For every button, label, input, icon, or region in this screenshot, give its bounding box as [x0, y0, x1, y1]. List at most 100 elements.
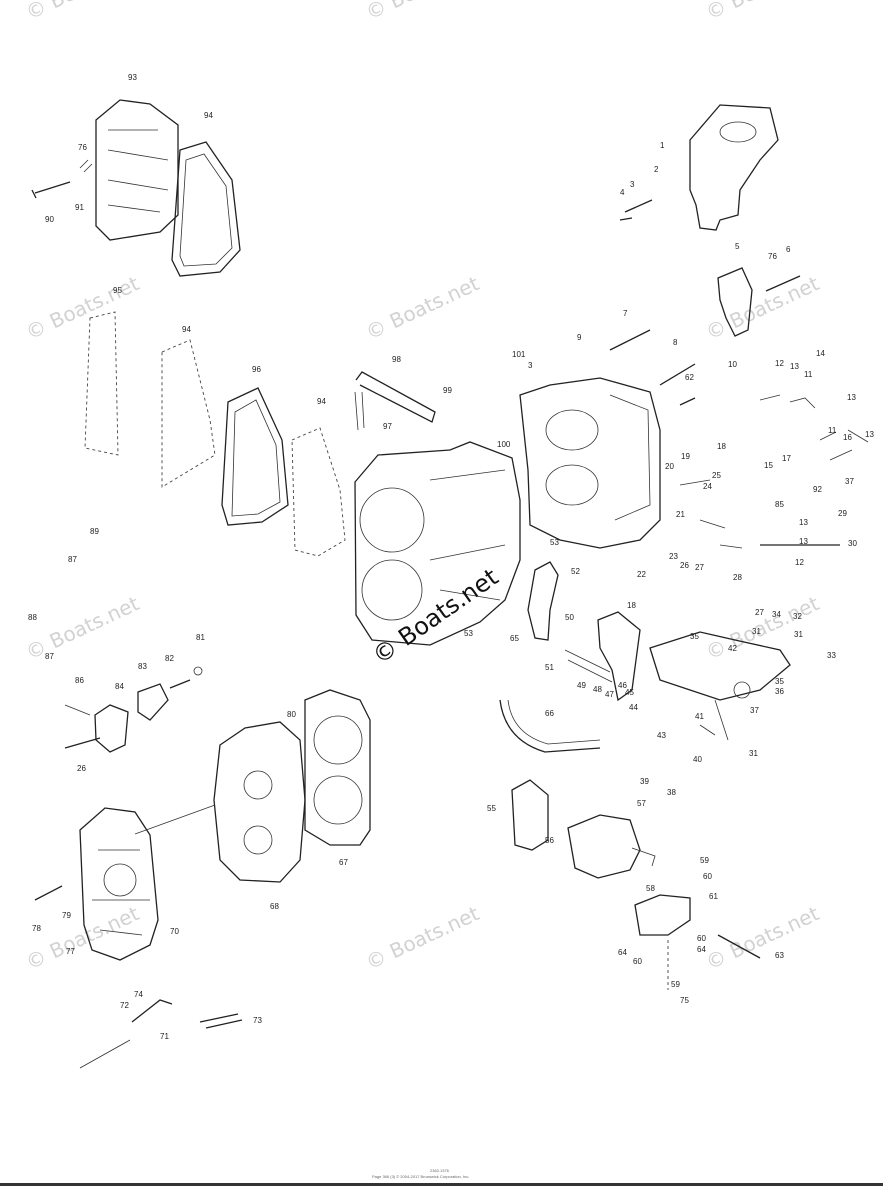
gasket-94-b	[161, 339, 216, 488]
callout-number: 44	[629, 703, 638, 712]
hose-66-inner	[507, 699, 601, 745]
callout-number: 63	[775, 951, 784, 960]
callout-number: 81	[196, 633, 205, 642]
block-port-lower	[545, 464, 599, 506]
callout-number: 78	[32, 924, 41, 933]
gasket-96-inner	[231, 399, 281, 517]
callout-number: 8	[673, 338, 678, 347]
watermark: © Boats.net	[702, 591, 823, 664]
callout-number: 91	[75, 203, 84, 212]
block-port-upper	[545, 409, 599, 451]
cover-55	[511, 779, 549, 851]
callout-number: 12	[795, 558, 804, 567]
callout-number: 14	[816, 349, 825, 358]
callout-number: 50	[565, 613, 574, 622]
bracket-61	[634, 894, 691, 936]
callout-number: 97	[383, 422, 392, 431]
callout-number: 34	[772, 610, 781, 619]
callout-number: 76	[78, 143, 87, 152]
gasket-96	[221, 387, 289, 526]
callout-number: 25	[712, 471, 721, 480]
carburetor-56	[567, 814, 641, 879]
center-watermark: © Boats.net	[367, 563, 503, 670]
callout-number: 4	[620, 188, 625, 197]
callout-number: 90	[45, 215, 54, 224]
watermark: © Boats.net	[362, 901, 483, 974]
bolt-7	[609, 329, 651, 351]
callout-number: 21	[676, 510, 685, 519]
hose-98	[355, 371, 436, 423]
callout-number: 31	[794, 630, 803, 639]
callout-number: 6	[786, 245, 791, 254]
callout-number: 53	[464, 629, 473, 638]
callout-number: 31	[749, 749, 758, 758]
spring-86	[64, 704, 91, 716]
plate-83	[137, 683, 169, 721]
bottom-border	[0, 1183, 883, 1186]
callout-number: 93	[128, 73, 137, 82]
linkage-35	[649, 631, 791, 701]
callout-number: 12	[775, 359, 784, 368]
callout-number: 86	[75, 676, 84, 685]
linkage-parts	[759, 394, 869, 461]
callout-number: 60	[633, 957, 642, 966]
callout-number: 39	[640, 777, 649, 786]
bracket-1	[689, 104, 779, 231]
callout-number: 60	[703, 872, 712, 881]
crankcase-53	[354, 441, 521, 646]
callout-number: 67	[339, 858, 348, 867]
callout-number: 13	[799, 518, 808, 527]
lever-44	[597, 611, 641, 702]
crankcase-webs	[429, 469, 506, 601]
callout-number: 40	[693, 755, 702, 764]
callout-number: 10	[728, 360, 737, 369]
callout-number: 99	[443, 386, 452, 395]
callout-number: 76	[768, 252, 777, 261]
watermark: © Boats.net	[362, 271, 483, 344]
callout-number: 5	[735, 242, 740, 251]
callout-number: 1	[660, 141, 665, 150]
callout-number: 56	[545, 836, 554, 845]
callout-number: 20	[665, 462, 674, 471]
screw-63	[717, 934, 761, 959]
fitting-72	[131, 999, 173, 1023]
gasket-94	[171, 141, 241, 277]
footer-code: 2363.1376	[430, 1168, 450, 1173]
callout-number: 89	[90, 527, 99, 536]
bracket-5	[717, 267, 753, 337]
callout-number: 11	[828, 426, 837, 435]
callout-number: 85	[775, 500, 784, 509]
gasket-95	[84, 311, 119, 456]
misc-pins	[679, 479, 743, 549]
callout-number: 26	[77, 764, 86, 773]
callout-number: 88	[28, 613, 37, 622]
head-chamber-lower	[243, 825, 273, 855]
callout-number: 58	[646, 884, 655, 893]
watermark: © Boats.net	[702, 0, 823, 25]
callout-number: 75	[680, 996, 689, 1005]
callout-number: 49	[577, 681, 586, 690]
callout-number: 31	[752, 627, 761, 636]
head-cover-70	[79, 807, 159, 961]
callout-number: 2	[654, 165, 659, 174]
callout-number: 77	[66, 947, 75, 956]
callout-number: 68	[270, 902, 279, 911]
head-gasket-67	[304, 689, 371, 846]
callout-number: 42	[728, 644, 737, 653]
callout-number: 55	[487, 804, 496, 813]
callout-number: 87	[68, 555, 77, 564]
callout-number: 18	[627, 601, 636, 610]
cover-ribs-70	[92, 849, 150, 936]
callout-number: 48	[593, 685, 602, 694]
cylinder-head-68	[213, 721, 306, 883]
callout-number: 72	[120, 1001, 129, 1010]
watermark: © Boats.net	[22, 271, 143, 344]
callout-number: 11	[804, 370, 813, 379]
callout-number: 36	[775, 687, 784, 696]
cover-port-70	[103, 863, 137, 897]
callout-number: 24	[703, 482, 712, 491]
bushing-36	[733, 681, 751, 699]
callout-number: 32	[793, 612, 802, 621]
wire-73	[79, 1039, 131, 1069]
